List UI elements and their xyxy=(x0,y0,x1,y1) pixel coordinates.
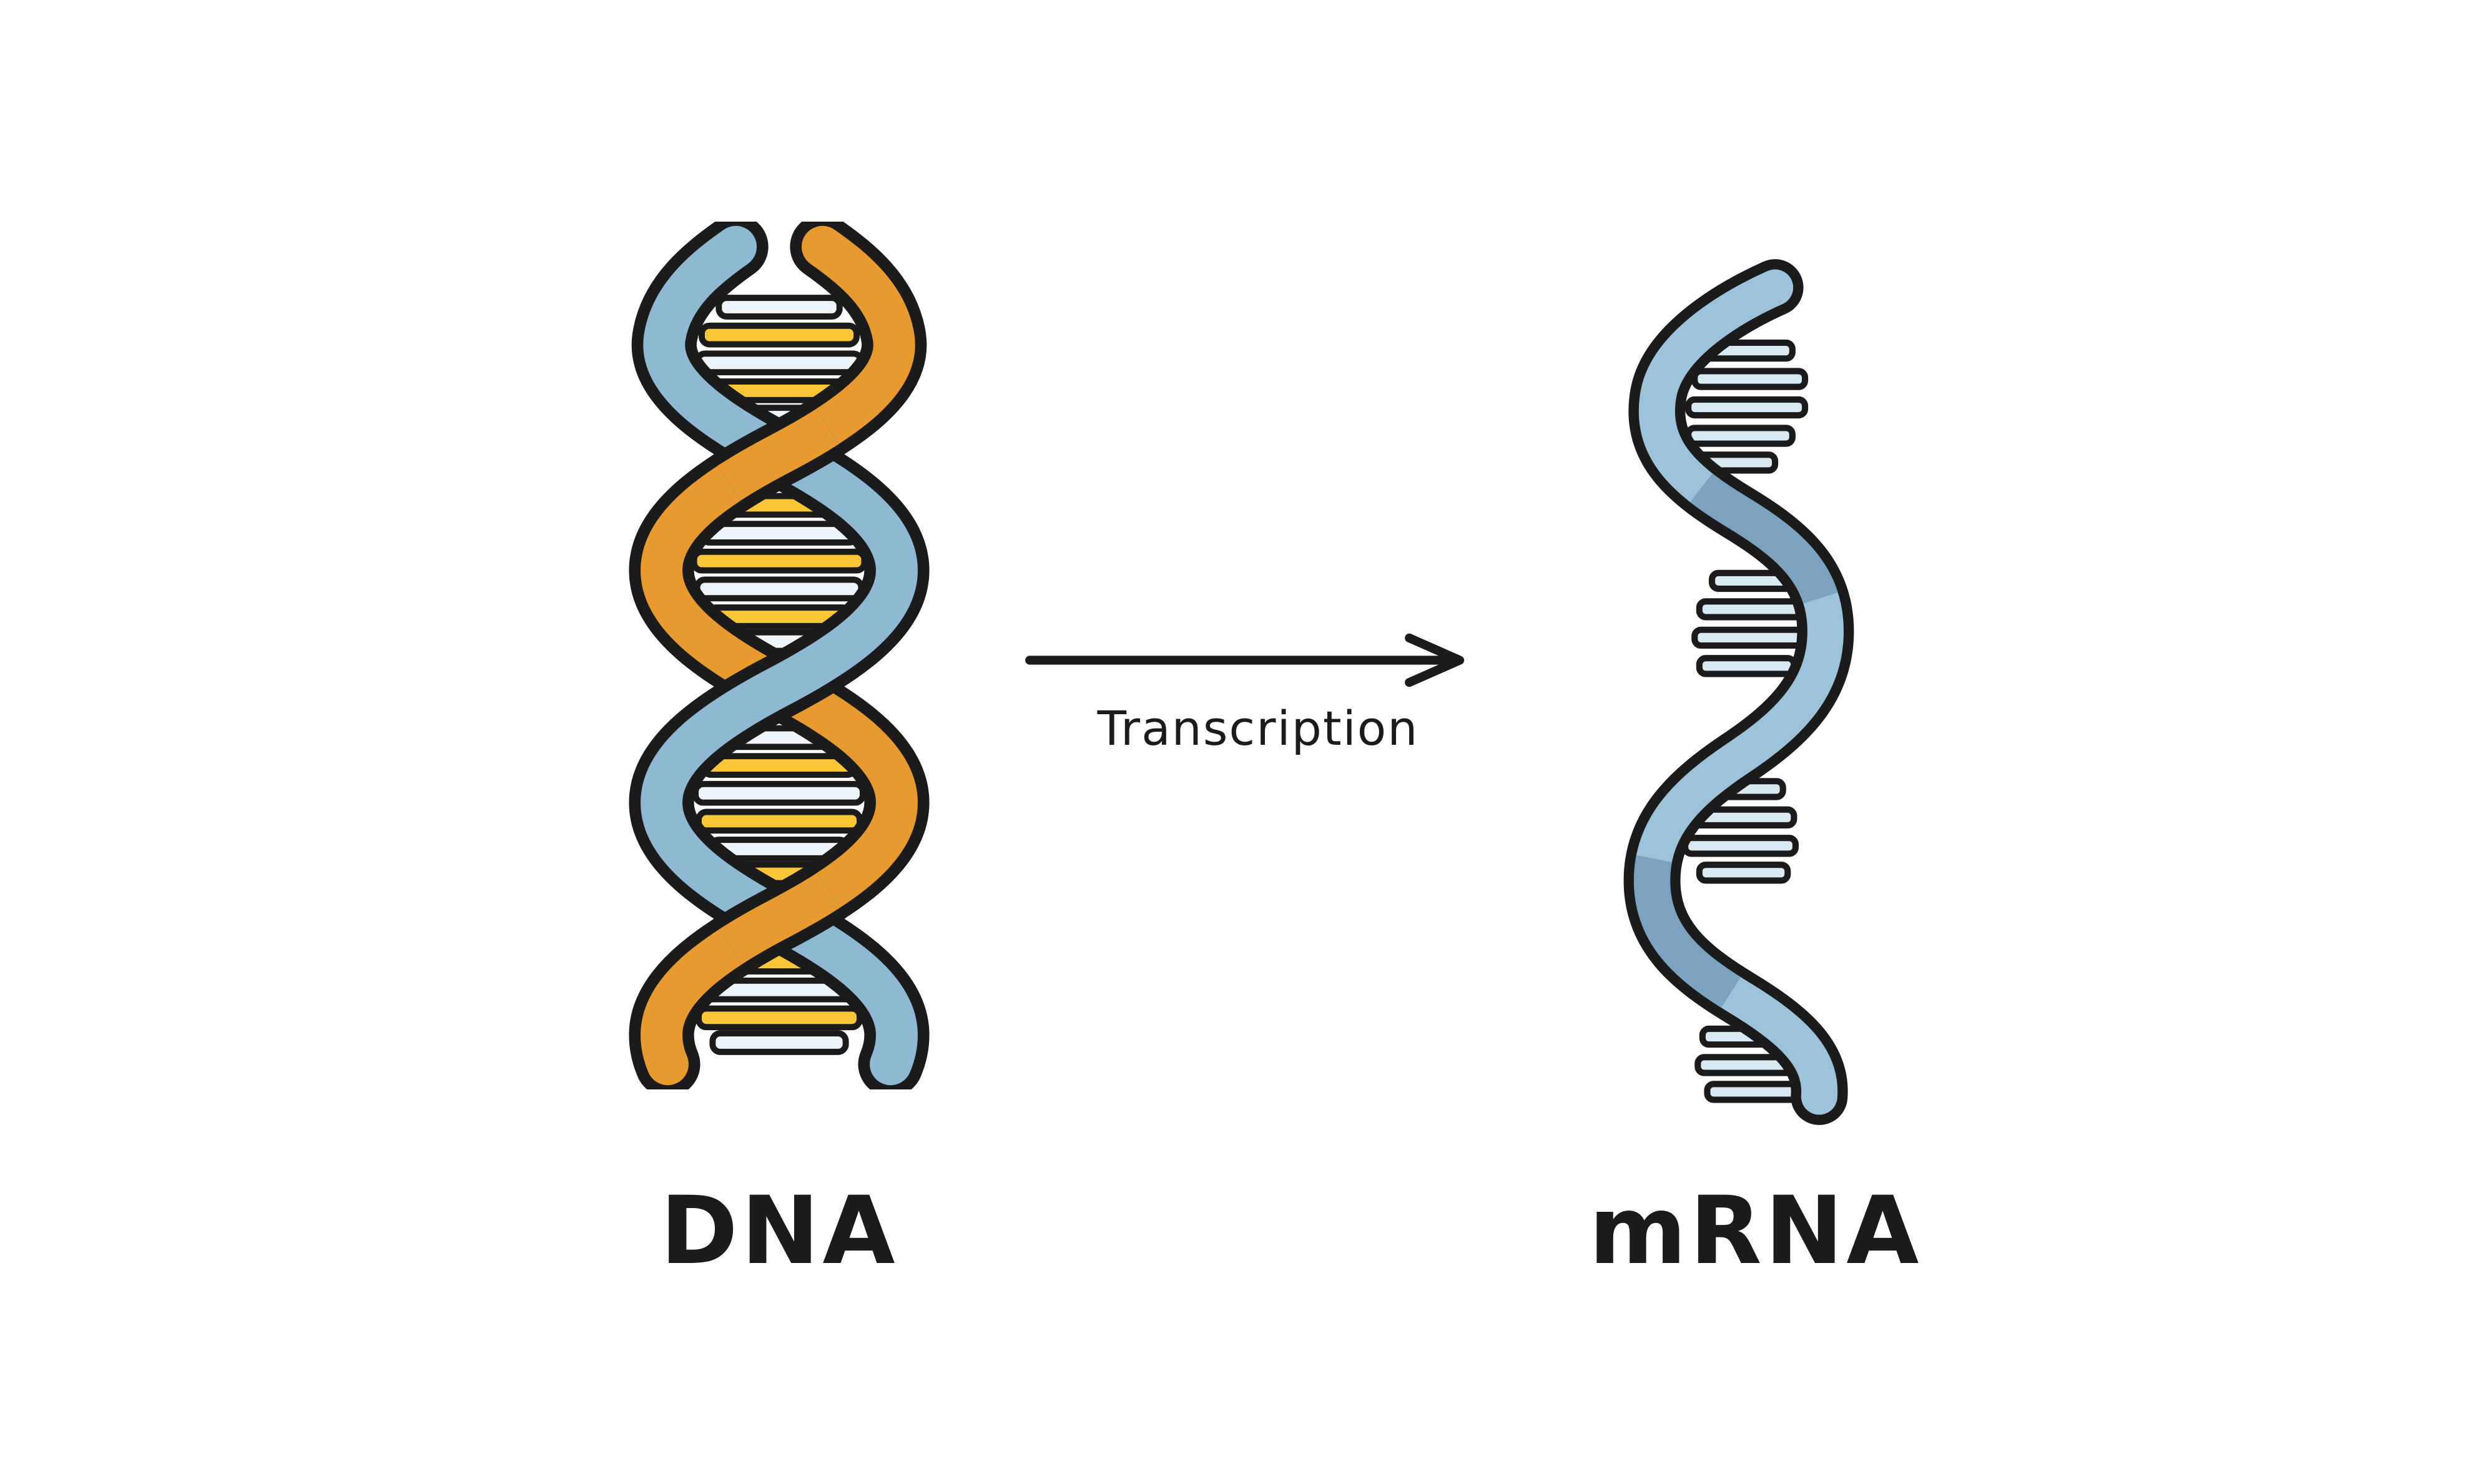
mrna-base-stub xyxy=(1704,1081,1809,1103)
transcription-label: Transcription xyxy=(1097,700,1419,756)
dna-base-pair-rung xyxy=(699,521,860,546)
mrna-base-stub xyxy=(1696,862,1791,884)
dna-strand-orange-overlap xyxy=(629,222,930,1078)
dna-base-pair-rung xyxy=(696,808,863,834)
mrna-base-stub xyxy=(1696,655,1797,677)
transcription-arrow-icon xyxy=(1025,633,1465,687)
dna-base-pair-rung xyxy=(694,350,865,376)
mrna-base-stub xyxy=(1682,835,1799,857)
dna-strand-blue-fill xyxy=(641,225,918,1086)
mrna-ribbon-shading-lower xyxy=(1634,271,1844,1098)
dna-label: DNA xyxy=(660,1177,898,1285)
dna-base-pair-rung xyxy=(700,753,858,778)
dna-base-pair-rung xyxy=(699,322,860,348)
dna-base-pair-rung xyxy=(709,1030,849,1055)
mrna-base-stub xyxy=(1691,626,1815,649)
mrna-base-stub xyxy=(1691,368,1809,390)
dna-strand-blue xyxy=(629,222,930,1089)
dna-base-pair-rung xyxy=(692,780,866,806)
mrna-base-stub xyxy=(1685,396,1809,419)
dna-double-helix-illustration xyxy=(629,222,930,1089)
mrna-base-stub xyxy=(1685,425,1796,447)
dna-base-pair-rung xyxy=(694,576,865,602)
mrna-label: mRNA xyxy=(1589,1177,1922,1285)
arrow-head xyxy=(1405,633,1465,687)
mrna-ribbon xyxy=(1623,259,1854,1125)
dna-base-pair-rung xyxy=(691,548,868,574)
dna-base-pair-rung xyxy=(715,295,843,320)
mrna-strand-illustration xyxy=(1623,259,1854,1125)
dna-base-pair-rung xyxy=(696,1005,863,1031)
dna-crossing-bottom-fill xyxy=(641,229,918,1073)
